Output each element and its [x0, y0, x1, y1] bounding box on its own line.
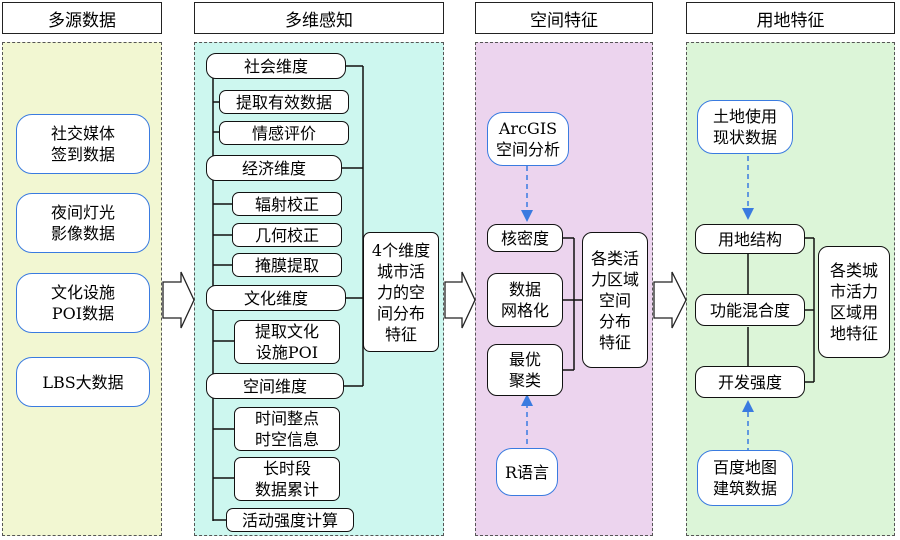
source-social-media: 社交媒体 签到数据	[16, 114, 150, 174]
dimension-economic: 经济维度	[206, 155, 342, 181]
econ-mask: 掩膜提取	[232, 253, 342, 277]
spatial-grid: 数据 网格化	[487, 273, 563, 327]
landuse-current-data: 土地使用 现状数据	[697, 100, 793, 154]
source-lbs: LBS大数据	[16, 357, 150, 407]
header-spatial-features: 空间特征	[475, 2, 653, 34]
spatial-cluster: 最优 聚类	[487, 344, 563, 396]
flow-arrow-3	[653, 271, 687, 329]
landuse-baidu-data: 百度地图 建筑数据	[697, 450, 793, 506]
econ-radiometric: 辐射校正	[232, 192, 342, 216]
spatial-r-language: R语言	[496, 448, 558, 496]
social-sentiment: 情感评价	[219, 121, 349, 145]
landuse-structure: 用地结构	[695, 224, 805, 254]
source-night-light: 夜间灯光 影像数据	[16, 193, 150, 253]
perception-result: 4个维度 城市活 力的空 间分布 特征	[363, 232, 439, 352]
header-multi-source: 多源数据	[2, 2, 162, 34]
landuse-result: 各类城 市活力 区域用 地特征	[818, 246, 890, 358]
cultural-extract-poi: 提取文化 设施POI	[234, 320, 340, 364]
flow-arrow-2	[444, 271, 476, 329]
header-landuse-features: 用地特征	[686, 2, 895, 34]
flow-arrow-1	[162, 271, 195, 329]
spatial-result: 各类活 力区域 空间 分布 特征	[582, 232, 648, 368]
econ-geometric: 几何校正	[232, 223, 342, 247]
space-hourly: 时间整点 时空信息	[234, 407, 340, 451]
dimension-social: 社会维度	[206, 53, 346, 79]
space-intensity: 活动强度计算	[226, 508, 354, 532]
header-multi-perception: 多维感知	[194, 2, 444, 34]
social-extract-valid: 提取有效数据	[219, 90, 349, 114]
landuse-mix: 功能混合度	[695, 294, 805, 326]
spatial-kde: 核密度	[487, 224, 563, 252]
landuse-intensity: 开发强度	[695, 366, 805, 398]
spatial-arcgis: ArcGIS 空间分析	[487, 112, 569, 166]
dimension-space: 空间维度	[206, 373, 344, 399]
dimension-cultural: 文化维度	[206, 285, 346, 311]
source-cultural-poi: 文化设施 POI数据	[16, 273, 150, 333]
space-accumulate: 长时段 数据累计	[234, 457, 340, 501]
